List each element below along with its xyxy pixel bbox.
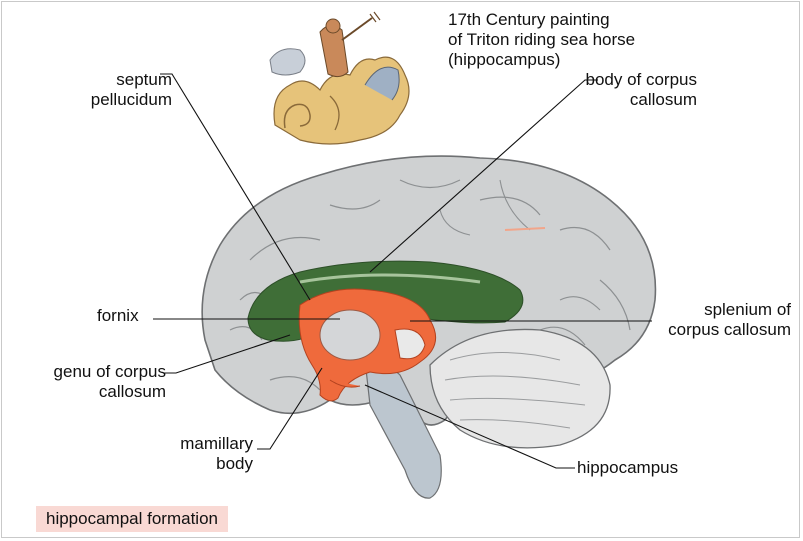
label-body-of-corpus-callosum: body of corpus callosum xyxy=(585,70,697,110)
painting-caption-line: 17th Century painting xyxy=(448,10,635,30)
label-splenium: splenium of corpus callosum xyxy=(668,300,791,340)
label-fornix: fornix xyxy=(97,306,139,326)
label-line: body xyxy=(180,454,253,474)
figure-caption: hippocampal formation xyxy=(36,506,228,532)
label-genu: genu of corpus callosum xyxy=(54,362,166,402)
label-line: mamillary xyxy=(180,434,253,454)
label-line: callosum xyxy=(54,382,166,402)
label-line: septum xyxy=(91,70,172,90)
label-line: genu of corpus xyxy=(54,362,166,382)
label-line: pellucidum xyxy=(91,90,172,110)
cerebellum xyxy=(430,329,610,447)
label-hippocampus: hippocampus xyxy=(577,458,678,478)
painting-caption-line: of Triton riding sea horse xyxy=(448,30,635,50)
triton-painting-image xyxy=(262,12,422,152)
label-mamillary-body: mamillary body xyxy=(180,434,253,474)
painting-caption: 17th Century painting of Triton riding s… xyxy=(448,10,635,70)
label-line: corpus callosum xyxy=(668,320,791,340)
label-septum-pellucidum: septum pellucidum xyxy=(91,70,172,110)
label-line: callosum xyxy=(585,90,697,110)
label-line: splenium of xyxy=(668,300,791,320)
label-line: body of corpus xyxy=(585,70,697,90)
painting-caption-line: (hippocampus) xyxy=(448,50,635,70)
